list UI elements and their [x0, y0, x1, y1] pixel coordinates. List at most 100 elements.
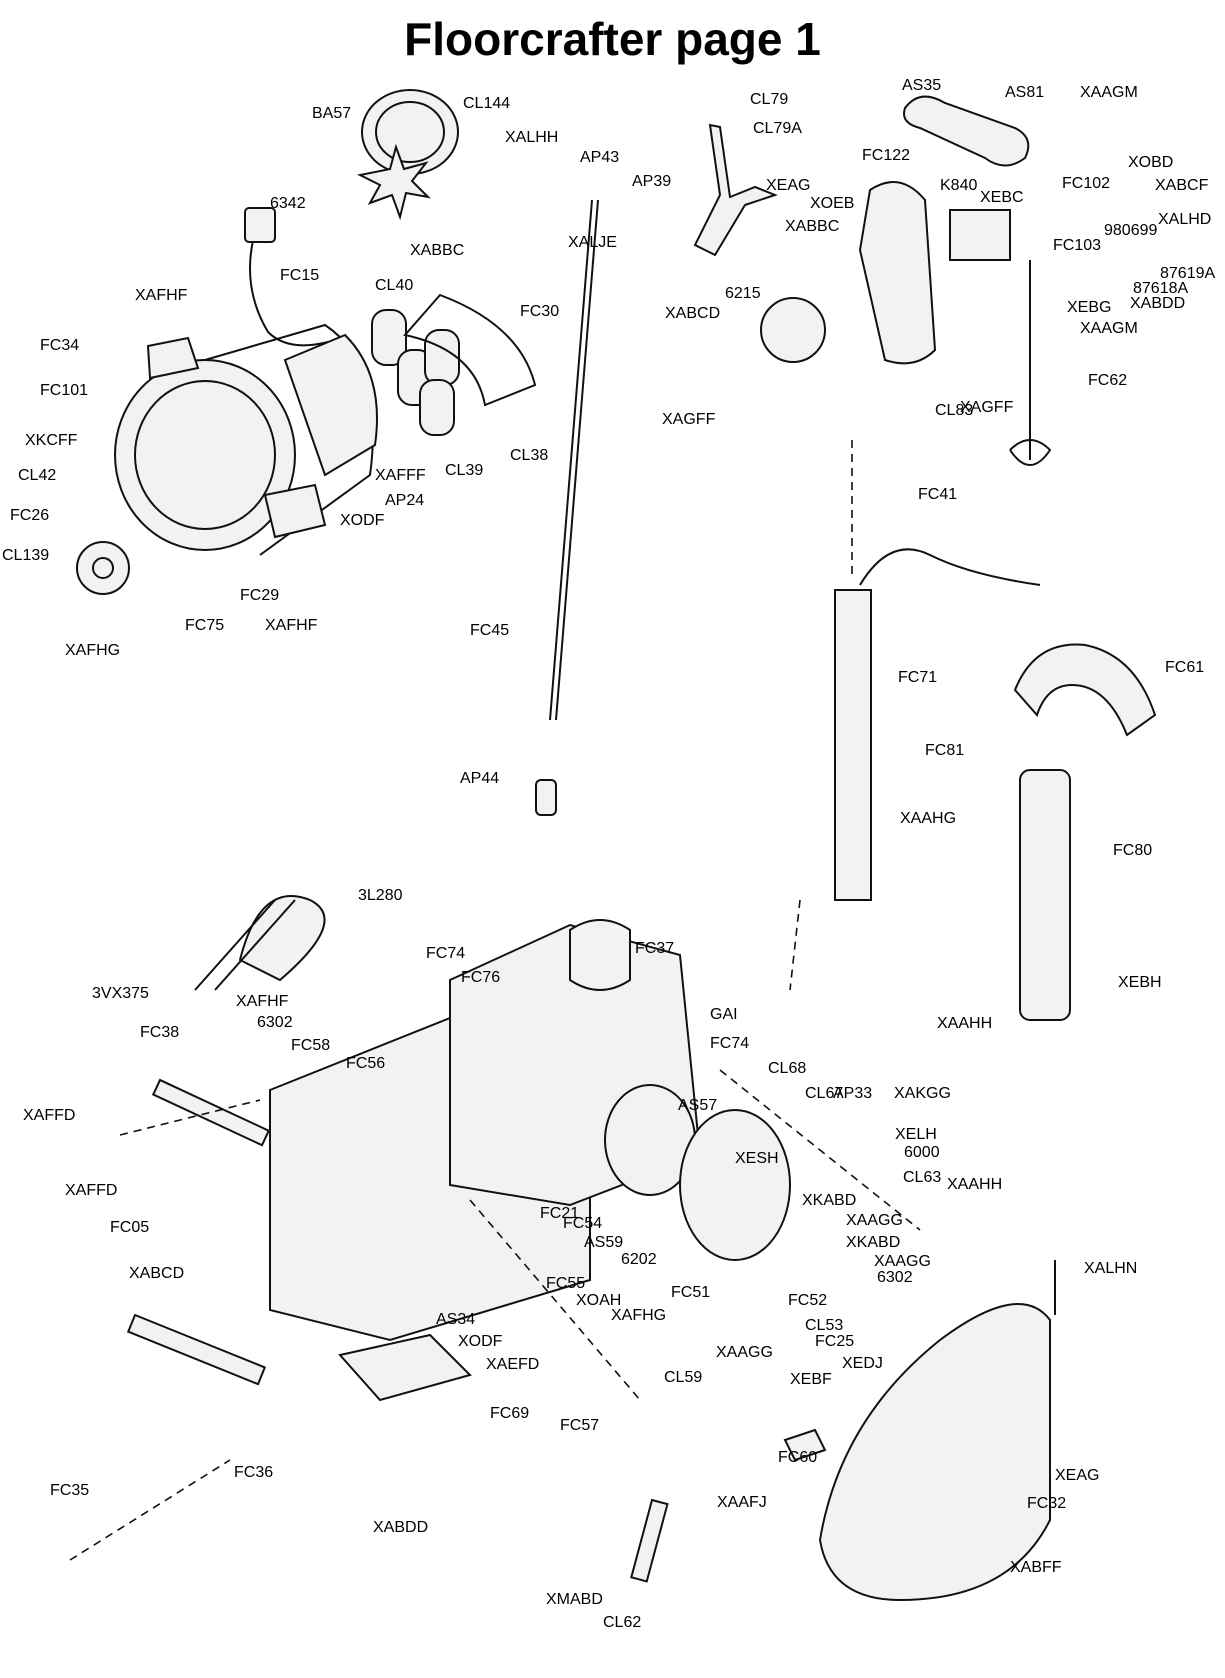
part-label: XMABD: [546, 1591, 603, 1608]
part-label: FC38: [140, 1024, 179, 1041]
part-label: XABDD: [1130, 295, 1185, 312]
part-label: FC61: [1165, 659, 1204, 676]
part-label: XAEFD: [486, 1356, 539, 1373]
part-label: 6215: [725, 285, 761, 302]
part-label: 6000: [904, 1144, 940, 1161]
part-label: XAGFF: [662, 411, 716, 428]
part-label: FC26: [10, 507, 49, 524]
part-label: FC69: [490, 1405, 529, 1422]
part-label: CL39: [445, 462, 483, 479]
part-label: 980699: [1104, 222, 1157, 239]
part-label: AP43: [580, 149, 619, 166]
part-label: FC81: [925, 742, 964, 759]
part-label: FC30: [520, 303, 559, 320]
part-label: FC21: [540, 1205, 579, 1222]
capacitor-cover: [403, 293, 537, 407]
part-label: FC52: [788, 1292, 827, 1309]
part-label: FC102: [1062, 175, 1110, 192]
handle-grip: [903, 95, 1030, 167]
part-label: XALJE: [568, 234, 617, 251]
part-label: FC56: [346, 1055, 385, 1072]
part-label: XOBD: [1128, 154, 1173, 171]
fan-blade: [356, 143, 431, 221]
part-label: XALHD: [1158, 211, 1211, 228]
part-label: CL79: [750, 91, 788, 108]
lever: [693, 123, 778, 257]
pulley-bore: [92, 557, 114, 579]
part-label: CL144: [463, 95, 510, 112]
fan-cover-inner: [375, 101, 445, 163]
pulley: [76, 541, 130, 595]
bushing: [760, 297, 826, 363]
elbow: [1013, 643, 1157, 737]
cord-wire: [859, 548, 1041, 586]
part-label: FC74: [710, 1035, 749, 1052]
part-label: XKABD: [802, 1192, 856, 1209]
part-label: CL63: [903, 1169, 941, 1186]
rear-cover: [818, 1303, 1051, 1602]
assembly-dash-4: [119, 1099, 261, 1136]
part-label: AS81: [1005, 84, 1044, 101]
part-label: XABBC: [410, 242, 464, 259]
handle-tube: [834, 589, 872, 901]
part-label: XAAGM: [1080, 84, 1138, 101]
tube-dash-2: [789, 899, 801, 991]
part-label: XEAG: [1055, 1467, 1099, 1484]
tube-and-hose: [789, 440, 1157, 1021]
part-label: 6202: [621, 1251, 657, 1268]
part-label: XAKGG: [894, 1085, 951, 1102]
part-label: CL139: [2, 547, 49, 564]
part-label: XABDD: [373, 1519, 428, 1536]
part-label: XODF: [458, 1333, 503, 1350]
part-label: FC80: [1113, 842, 1152, 859]
part-label: XEAG: [766, 177, 810, 194]
vacuum-hose: [1019, 769, 1071, 1021]
part-label: CL68: [768, 1060, 806, 1077]
part-label: CL53: [805, 1317, 843, 1334]
end-bell: [283, 333, 378, 477]
assembly-dash-1: [469, 1199, 641, 1401]
part-label: CL59: [664, 1369, 702, 1386]
skid-plate: [338, 1333, 472, 1402]
part-label: 6342: [270, 195, 306, 212]
latch: [783, 1428, 827, 1462]
part-label: XAAHH: [947, 1176, 1002, 1193]
part-label: CL42: [18, 467, 56, 484]
mount-bracket: [263, 483, 327, 539]
switch-box: [949, 209, 1011, 261]
part-label: CL62: [603, 1614, 641, 1631]
motor-assembly: [76, 89, 459, 595]
handle-assembly: [535, 95, 1052, 816]
part-label: XAFHF: [265, 617, 318, 634]
part-label: XAFFF: [375, 467, 426, 484]
part-label: XABCD: [665, 305, 720, 322]
part-label: XAFFD: [23, 1107, 75, 1124]
part-label: XALHH: [505, 129, 558, 146]
part-label: FC74: [426, 945, 465, 962]
part-label: XELH: [895, 1126, 937, 1143]
part-label: FC57: [560, 1417, 599, 1434]
part-label: XAAGM: [1080, 320, 1138, 337]
part-label: FC51: [671, 1284, 710, 1301]
part-label: AP44: [460, 770, 499, 787]
part-label: XAFFD: [65, 1182, 117, 1199]
plug: [244, 207, 276, 243]
cable-spring: [1009, 439, 1052, 466]
page-title: Floorcrafter page 1: [404, 13, 821, 65]
part-label: AP24: [385, 492, 424, 509]
part-label: AS35: [902, 77, 941, 94]
part-label: XALHN: [1084, 1260, 1137, 1277]
part-label: XEBG: [1067, 299, 1111, 316]
part-label: FC45: [470, 622, 509, 639]
bracket: [146, 336, 200, 380]
part-label: 6302: [877, 1269, 913, 1286]
part-label: XABFF: [1010, 1559, 1062, 1576]
part-label: CL40: [375, 277, 413, 294]
part-label: FC29: [240, 587, 279, 604]
part-label: XABCD: [129, 1265, 184, 1282]
part-label: 3VX375: [92, 985, 149, 1002]
part-label: XEDJ: [842, 1355, 883, 1372]
motor-body: [114, 359, 296, 551]
part-label: XAAGG: [874, 1253, 931, 1270]
assembly-dash-2: [719, 1069, 921, 1231]
